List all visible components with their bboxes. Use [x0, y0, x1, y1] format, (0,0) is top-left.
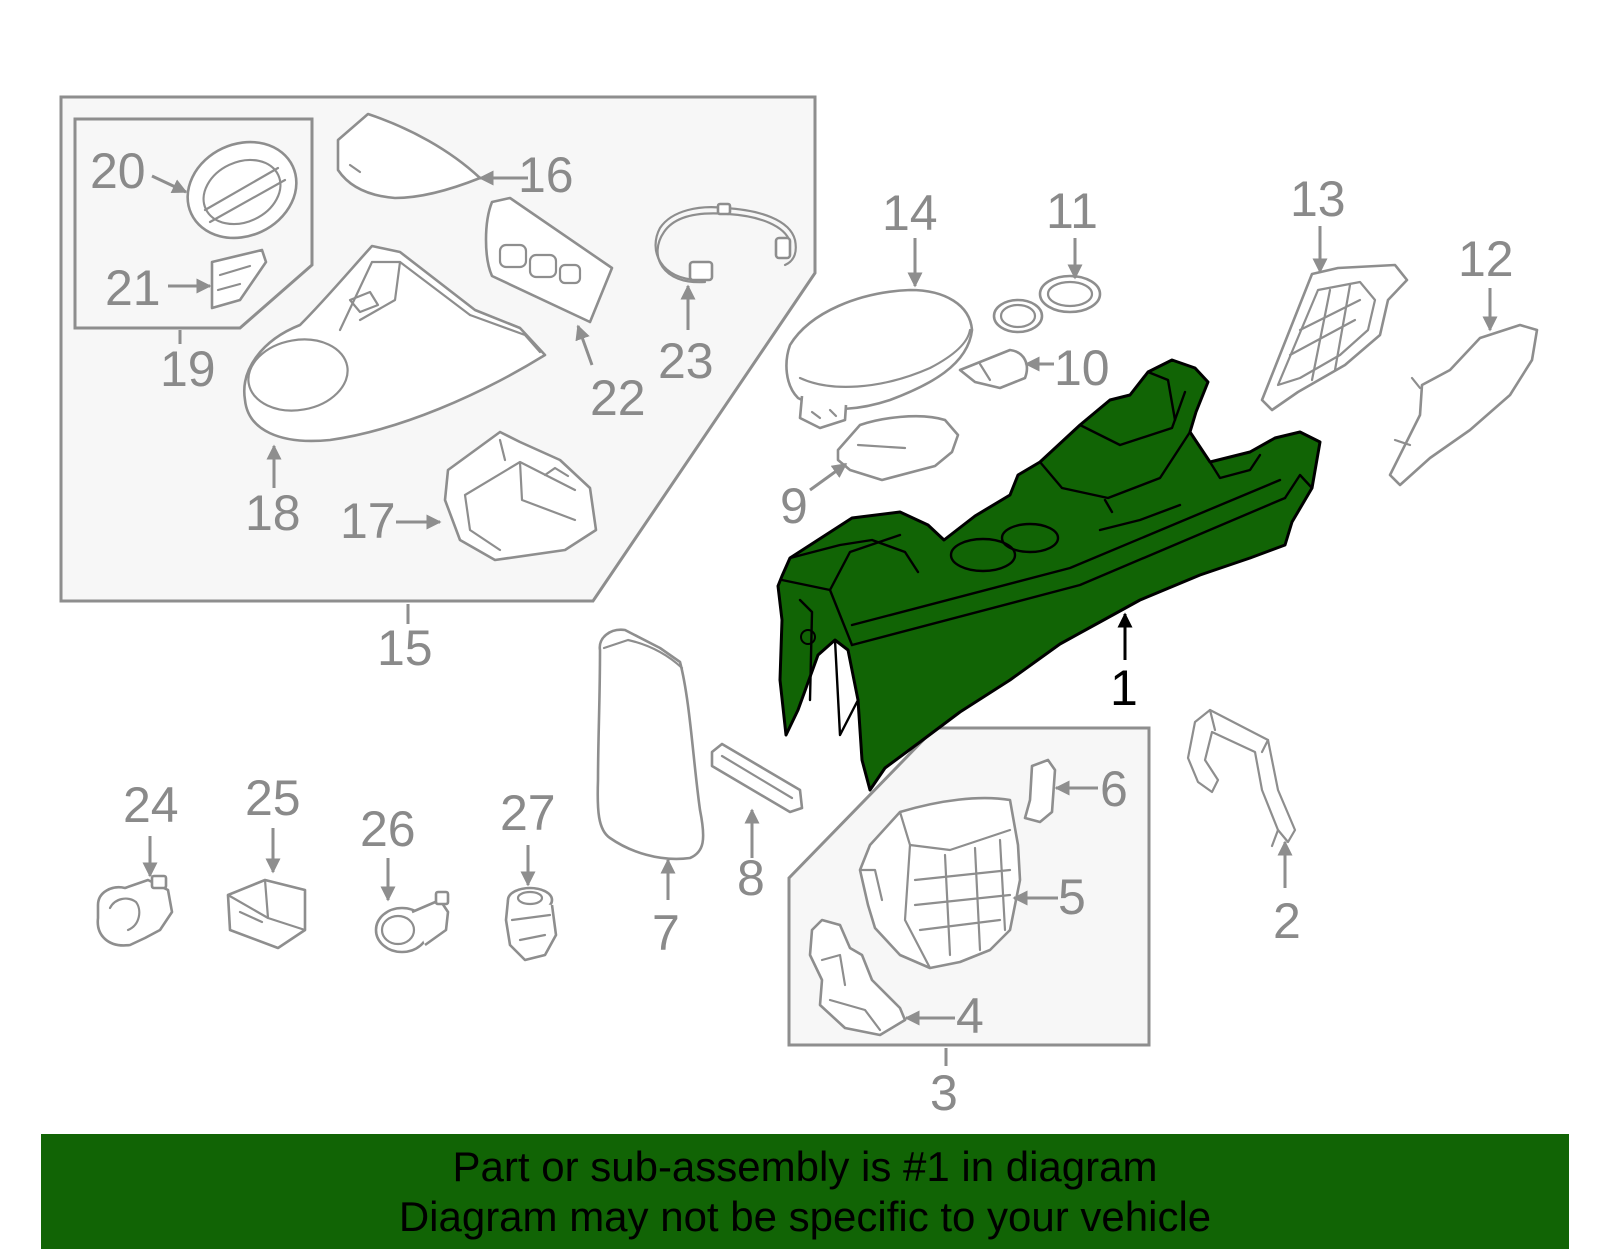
part-13-side-panel — [1260, 263, 1409, 412]
part-25-usb-unit — [226, 878, 307, 950]
part-20-bezel — [186, 140, 298, 240]
callout-7: 7 — [652, 905, 680, 961]
callout-24: 24 — [123, 777, 179, 833]
part-12-side-panel — [1388, 323, 1539, 487]
part-18-upper-trim — [243, 244, 547, 443]
part-1-console-highlighted — [776, 358, 1322, 792]
part-22-switch-panel — [484, 196, 614, 324]
callout-25: 25 — [245, 770, 301, 826]
callout-26: 26 — [360, 801, 416, 857]
part-7-side-cover — [596, 628, 705, 861]
callout-15: 15 — [377, 620, 433, 676]
callout-22: 22 — [590, 370, 646, 426]
part-5-storage-tray — [858, 796, 1022, 970]
callout-13: 13 — [1290, 171, 1346, 227]
callout-16: 16 — [518, 147, 574, 203]
callout-4: 4 — [956, 988, 984, 1044]
part-17-bracket — [443, 430, 598, 562]
part-14-armrest-lid — [785, 288, 974, 430]
callout-18: 18 — [245, 485, 301, 541]
part-24-socket — [96, 874, 174, 947]
callout-27: 27 — [500, 785, 556, 841]
part-6-clip — [1023, 758, 1057, 824]
notice-banner: Part or sub-assembly is #1 in diagram Di… — [41, 1134, 1569, 1249]
part-9-mat — [836, 414, 960, 482]
part-16-pad — [336, 112, 482, 200]
callout-10: 10 — [1054, 340, 1110, 396]
callout-23: 23 — [658, 333, 714, 389]
part-8-clip-bar — [710, 742, 804, 814]
callout-5: 5 — [1058, 869, 1086, 925]
callout-8: 8 — [737, 850, 765, 906]
callout-2: 2 — [1273, 893, 1301, 949]
part-26-socket — [374, 890, 450, 954]
leader-lines — [142, 170, 1498, 1066]
callout-14: 14 — [882, 185, 938, 241]
callout-3: 3 — [930, 1065, 958, 1121]
callout-17: 17 — [340, 493, 396, 549]
callout-20: 20 — [90, 143, 146, 199]
callout-6: 6 — [1100, 761, 1128, 817]
part-23-harness — [654, 202, 797, 284]
part-4-bracket — [808, 918, 907, 1037]
part-11-rings — [992, 274, 1102, 334]
part-2-bracket — [1186, 708, 1297, 848]
callout-11: 11 — [1046, 183, 1098, 239]
callout-19: 19 — [160, 341, 216, 397]
banner-line-2: Diagram may not be specific to your vehi… — [398, 1192, 1212, 1240]
banner-line-1: Part or sub-assembly is #1 in diagram — [452, 1142, 1158, 1190]
part-21-switch — [210, 248, 268, 310]
callout-labels: 1 2 3 4 5 6 7 8 9 10 11 12 13 14 15 16 1… — [90, 143, 1514, 1121]
part-27-switch — [504, 886, 558, 962]
callout-1: 1 — [1110, 660, 1138, 716]
callout-9: 9 — [780, 478, 808, 534]
part-10-clip — [958, 348, 1029, 390]
callout-21: 21 — [105, 260, 161, 316]
callout-12: 12 — [1458, 231, 1514, 287]
